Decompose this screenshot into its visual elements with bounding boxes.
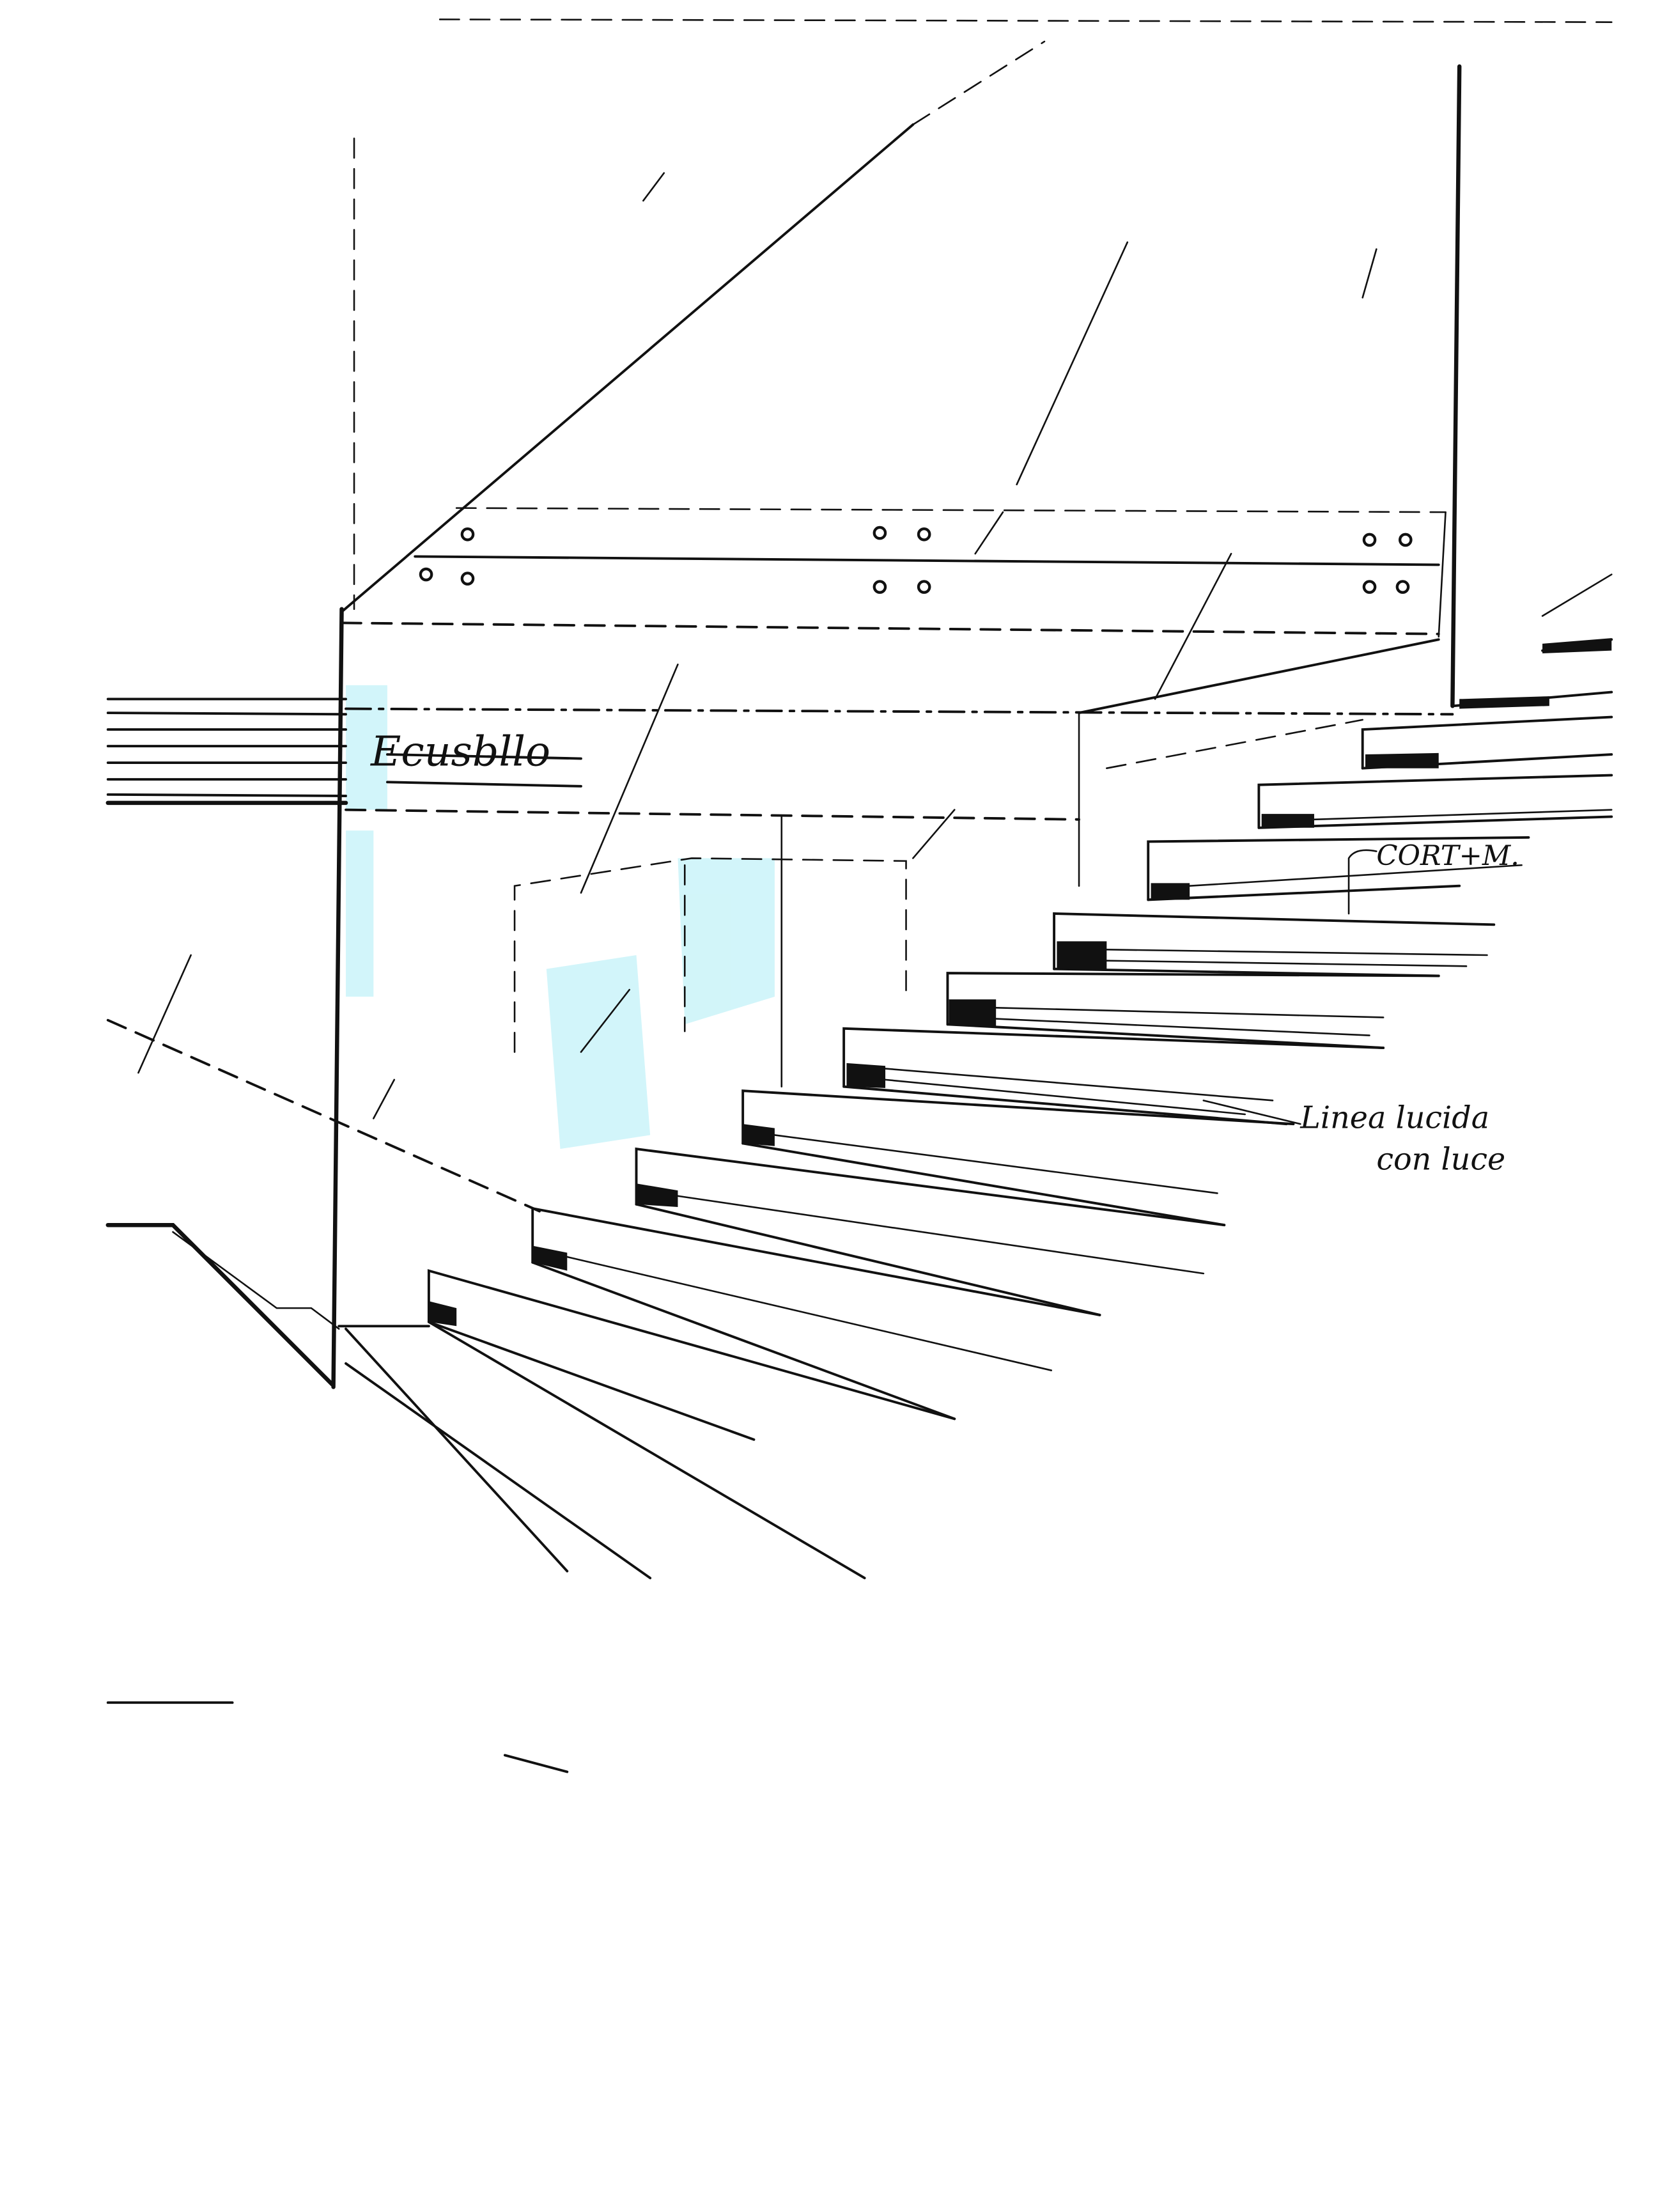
bolt-icon <box>873 526 887 540</box>
stair-step <box>842 1085 1288 1126</box>
wall-label: Ecusbllo <box>370 728 550 775</box>
bolt-icon <box>460 527 475 541</box>
label-leader-light <box>1202 1100 1301 1125</box>
landing-dashed-under <box>1106 719 1364 769</box>
bolt-icon <box>917 527 931 541</box>
riser-shading <box>428 638 1612 1327</box>
wall-edge-vertical <box>331 607 344 1389</box>
bolt-icon <box>460 572 475 586</box>
tread-label: CORT+M. <box>1376 840 1519 872</box>
stair-step <box>1257 774 1613 829</box>
railing-bolts <box>419 526 1413 594</box>
label-leader-cortm <box>1347 849 1377 915</box>
stair-step <box>1257 815 1613 829</box>
under-stair-dashed-outline <box>513 857 907 1053</box>
rail-mid-line <box>414 555 1440 566</box>
stair-step <box>946 1023 1385 1050</box>
right-wall-vertical-2 <box>1438 511 1447 638</box>
railing-diagonal-ext <box>912 40 1046 126</box>
rail-bottom-dashed <box>340 621 1440 635</box>
bolt-icon <box>1362 580 1377 594</box>
light-label-line1: Linea lucida <box>1299 1101 1489 1136</box>
stair-slope-dashed <box>106 1018 541 1213</box>
stair-step <box>1147 836 1530 901</box>
landing-dashed-bottom <box>345 808 1080 821</box>
glass-reflection-ticks <box>137 172 1613 1119</box>
bolt-icon <box>873 580 887 594</box>
lower-flight-edge-2 <box>172 1231 340 1330</box>
lower-flight-edge <box>105 1222 334 1387</box>
bolt-icon <box>917 580 931 594</box>
rail-top-dashed <box>455 507 1447 513</box>
stair-step <box>1147 884 1461 901</box>
stair-steps <box>427 638 1613 1441</box>
stair-step <box>635 1147 1226 1227</box>
stair-step <box>842 1027 1385 1088</box>
scan-smudge <box>503 1754 569 1773</box>
stair-step <box>741 1142 1226 1227</box>
floor-perspective-lines <box>337 1320 866 1580</box>
stair-step <box>531 1261 956 1421</box>
stair-step <box>427 1269 956 1421</box>
stair-step <box>1053 967 1440 977</box>
top-border-line <box>438 19 1613 23</box>
stair-step <box>531 1206 1101 1316</box>
light-label-line2: con luce <box>1376 1142 1505 1178</box>
landing-edge <box>1078 638 1440 715</box>
landing-slab-hatching <box>105 697 582 806</box>
stair-step <box>946 972 1440 1026</box>
tread-hatching <box>566 809 1613 1371</box>
bolt-icon <box>1362 533 1377 547</box>
right-wall-vertical <box>1450 64 1462 708</box>
cyan-wash <box>346 685 775 1149</box>
stair-step <box>427 1320 756 1441</box>
railing-diagonal <box>340 123 915 613</box>
stair-step <box>635 1203 1101 1316</box>
bolt-icon <box>1395 580 1410 594</box>
landing-dashdot-line <box>345 707 1454 716</box>
stair-step <box>1361 715 1613 770</box>
bolt-icon <box>419 567 433 582</box>
stair-step <box>1053 912 1496 970</box>
bolt-icon <box>1398 533 1413 547</box>
